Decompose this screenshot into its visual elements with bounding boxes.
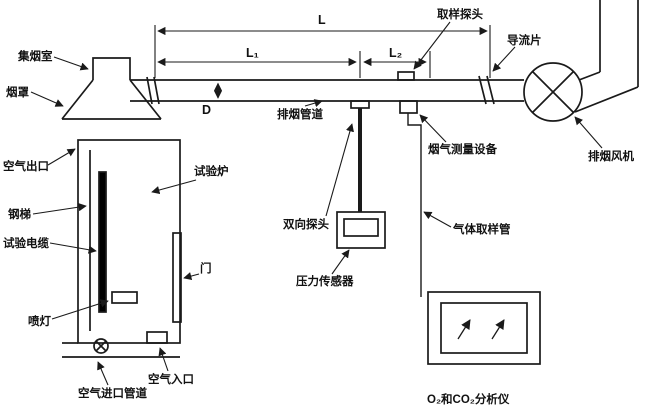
test-furnace-body [77, 139, 181, 344]
dim-label-L2: L₂ [389, 46, 402, 60]
leader-burner [51, 299, 109, 320]
label-sampling-probe: 取样探头 [437, 7, 483, 21]
leader-pressure-sensor [331, 249, 350, 275]
bidirectional-probe-mount [350, 100, 370, 109]
smoke-hood-right-slope [129, 79, 162, 120]
fan-outlet-elbow-inner [578, 71, 601, 81]
label-steel-ladder: 钢梯 [8, 207, 31, 221]
label-burner: 喷灯 [28, 314, 51, 328]
label-smoke-hood: 烟罩 [6, 85, 29, 99]
test-cable-bar [98, 171, 107, 313]
dim-label-L: L [318, 13, 326, 27]
air-valve-circle [93, 338, 109, 354]
label-measuring-device: 烟气测量设备 [428, 142, 497, 156]
analyzer-needle-1 [457, 319, 471, 340]
label-analyzer: O₂和CO₂分析仪 [427, 392, 510, 406]
leader-measuring-device [419, 114, 447, 143]
pressure-sensor-display [343, 218, 379, 237]
label-smoke-chamber: 集烟室 [17, 49, 53, 63]
label-door: 门 [200, 261, 212, 275]
label-guide-vane: 导流片 [507, 33, 542, 47]
leader-door [183, 272, 200, 281]
air-valve-cross-2 [95, 340, 107, 352]
dim-label-D: D [202, 103, 211, 117]
analyzer-outer-box [427, 291, 541, 365]
label-test-cable: 试验电缆 [3, 236, 49, 250]
duct-inlet-hatch-2 [153, 76, 160, 105]
dim-label-L1: L₁ [246, 46, 259, 60]
leader-bidirectional-probe [325, 123, 354, 217]
label-exhaust-fan: 排烟风机 [588, 149, 634, 163]
leader-smoke-hood [30, 91, 64, 107]
exhaust-fan-circle [523, 62, 583, 122]
leader-air-inlet-duct [97, 361, 109, 386]
leader-exhaust-duct [304, 99, 323, 108]
analyzer-needle-2 [491, 319, 505, 340]
leader-guide-vane [492, 46, 516, 72]
guide-vane-mark-2 [486, 75, 495, 105]
leader-air-outlet [47, 148, 76, 166]
burner-body [111, 291, 138, 304]
label-air-outlet: 空气出口 [3, 159, 49, 173]
leader-steel-ladder [32, 203, 87, 215]
duct-inlet-hatch-1 [146, 76, 153, 105]
label-air-inlet-duct: 空气进口管道 [78, 386, 147, 400]
pressure-sensor-box [336, 211, 386, 249]
label-pressure-sensor: 压力传感器 [296, 274, 354, 288]
smoke-chamber-box [92, 57, 131, 80]
leader-gas-sampling-tube [423, 211, 452, 228]
leader-test-cable [49, 242, 97, 254]
label-air-inlet: 空气入口 [148, 372, 194, 386]
measuring-device-port [399, 100, 418, 114]
label-bidirectional-probe: 双向探头 [282, 217, 329, 231]
analyzer-inner-panel [440, 302, 528, 354]
fan-cross-2 [531, 70, 575, 114]
label-test-furnace: 试验炉 [194, 164, 229, 178]
furnace-door [172, 232, 182, 323]
fan-outlet-elbow-outer [574, 86, 639, 113]
label-exhaust-duct: 排烟管道 [277, 107, 323, 121]
leader-sampling-probe [413, 21, 451, 70]
air-inlet-opening [146, 331, 168, 344]
leader-test-furnace [151, 179, 197, 195]
gas-sampling-tube-line [407, 113, 422, 297]
guide-vane-mark-1 [478, 75, 487, 105]
leader-exhaust-fan [574, 116, 603, 149]
label-gas-sampling-tube: 气体取样管 [452, 222, 511, 236]
leader-air-inlet [158, 347, 169, 372]
leader-smoke-chamber [53, 56, 89, 71]
smoke-hood-left-slope [61, 79, 94, 120]
sampling-probe-mount [397, 71, 415, 81]
